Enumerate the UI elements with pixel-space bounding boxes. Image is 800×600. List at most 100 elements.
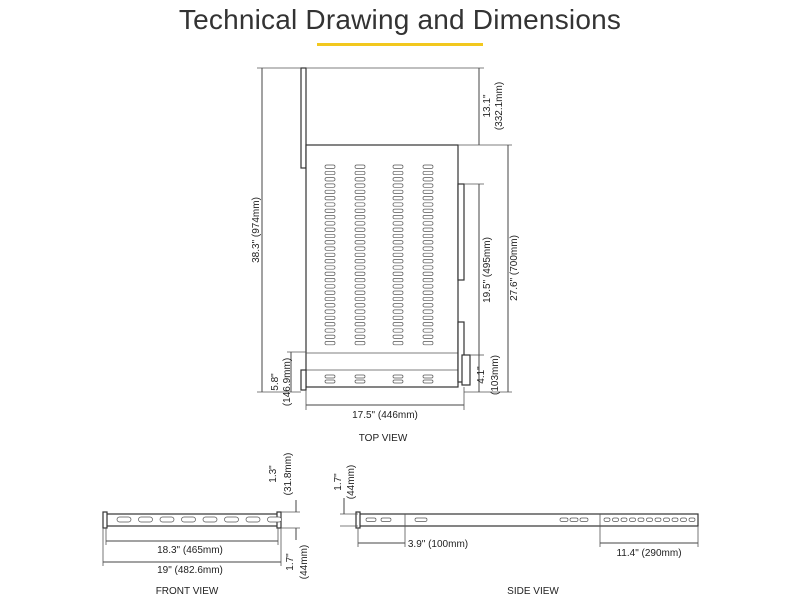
- vent-slot: [324, 290, 336, 295]
- side-slot: [579, 517, 589, 522]
- dim-front-offset-in: 5.8": [270, 373, 281, 391]
- vent-slot: [392, 265, 404, 270]
- vent-slot: [422, 215, 434, 220]
- vent-slot: [324, 303, 336, 308]
- dim-front-bottom-height-mm: (44mm): [299, 545, 310, 579]
- side-slot: [637, 517, 645, 522]
- side-slot: [629, 517, 636, 522]
- dim-side-height-in: 1.7": [333, 473, 344, 491]
- vent-slot: [422, 183, 434, 188]
- vent-slot: [392, 208, 404, 213]
- side-slot: [688, 517, 696, 522]
- vent-slot: [422, 221, 434, 226]
- vent-slot: [392, 170, 404, 176]
- vent-slot: [422, 328, 434, 333]
- rear-bracket: [300, 67, 307, 169]
- vent-slot: [354, 177, 366, 182]
- dim-front-top-height-mm: (31.8mm): [283, 453, 294, 496]
- vent-slot: [392, 221, 404, 226]
- vent-slot: [422, 252, 434, 257]
- vent-slot: [392, 233, 404, 239]
- vent-slot: [324, 252, 336, 257]
- vent-slot: [422, 278, 434, 283]
- dim-front-gap-mm: (103mm): [490, 355, 501, 395]
- vent-slot: [392, 379, 404, 384]
- vent-slot: [422, 233, 434, 239]
- vent-slot: [354, 170, 366, 176]
- vent-slot: [422, 177, 434, 182]
- vent-slot: [324, 322, 336, 327]
- vent-slot: [324, 208, 336, 213]
- vent-slot: [392, 309, 404, 314]
- vent-slot: [422, 284, 434, 289]
- vent-slot: [392, 322, 404, 327]
- vent-slot: [324, 240, 336, 245]
- vent-slot: [324, 265, 336, 270]
- dim-front-outer-width: 19" (482.6mm): [157, 565, 223, 576]
- vent-slot: [324, 284, 336, 289]
- vent-slot: [392, 374, 404, 379]
- vent-slot: [324, 233, 336, 239]
- vent-slot: [422, 374, 434, 379]
- front-slot: [138, 516, 153, 523]
- vent-slot: [422, 170, 434, 176]
- front-ear-left: [102, 511, 108, 529]
- vent-slot: [324, 379, 336, 384]
- vent-slot: [422, 379, 434, 384]
- vent-slot: [354, 196, 366, 201]
- vent-slot: [354, 215, 366, 220]
- vent-slot: [324, 183, 336, 188]
- vent-slot: [392, 303, 404, 308]
- vent-slot: [354, 265, 366, 270]
- vent-slot: [324, 341, 336, 346]
- vent-slot: [392, 315, 404, 320]
- vent-slot: [392, 328, 404, 333]
- vent-slot: [422, 196, 434, 201]
- dim-rail-length: 19.5" (495mm): [482, 237, 493, 303]
- front-view-drawing: 18.3" (465mm) 19" (482.6mm) FRONT VIEW 1…: [102, 453, 310, 597]
- front-slot: [159, 516, 175, 523]
- vent-slot: [392, 196, 404, 201]
- vent-slot: [324, 328, 336, 333]
- vent-slot: [324, 309, 336, 314]
- dim-front-inner-width: 18.3" (465mm): [157, 545, 223, 556]
- side-slot: [365, 517, 377, 522]
- vent-slot: [324, 271, 336, 276]
- front-slot: [224, 516, 239, 523]
- side-view-label: SIDE VIEW: [507, 586, 559, 597]
- vent-slot: [354, 189, 366, 194]
- dim-rear-top-in: 13.1": [482, 94, 493, 117]
- vent-slot: [324, 221, 336, 226]
- vent-slot: [354, 271, 366, 276]
- front-slot: [116, 516, 132, 523]
- vent-slot: [324, 246, 336, 251]
- vent-slot: [422, 341, 434, 346]
- vent-slot: [392, 183, 404, 188]
- vent-slot: [354, 221, 366, 226]
- dim-width: 17.5" (446mm): [352, 410, 418, 421]
- vent-slot: [324, 227, 336, 232]
- vent-slot: [354, 374, 366, 379]
- vent-slot: [422, 322, 434, 327]
- top-view-label: TOP VIEW: [359, 433, 408, 444]
- vent-slot: [392, 164, 404, 169]
- vent-slot: [324, 334, 336, 339]
- vent-slot: [392, 252, 404, 257]
- vent-slot: [354, 322, 366, 327]
- vent-slot: [422, 271, 434, 276]
- vent-slot: [392, 290, 404, 295]
- vent-slot: [354, 233, 366, 239]
- vent-slot: [354, 290, 366, 295]
- vent-slot: [392, 296, 404, 302]
- vent-slot: [324, 374, 336, 379]
- vent-slot: [354, 284, 366, 289]
- vent-slot: [354, 202, 366, 207]
- top-view-drawing: 38.3" (974mm) 5.8" (146.9mm) 17.5" (446m…: [251, 67, 520, 444]
- vent-slot: [422, 164, 434, 169]
- side-slot: [654, 517, 662, 522]
- side-slot: [603, 517, 611, 522]
- vent-slot: [354, 328, 366, 333]
- vent-slot: [354, 315, 366, 320]
- side-slot: [646, 517, 653, 522]
- side-view-drawing: 1.7" (44mm) 3.9" (100mm) 11.4" (290mm) S…: [333, 465, 699, 597]
